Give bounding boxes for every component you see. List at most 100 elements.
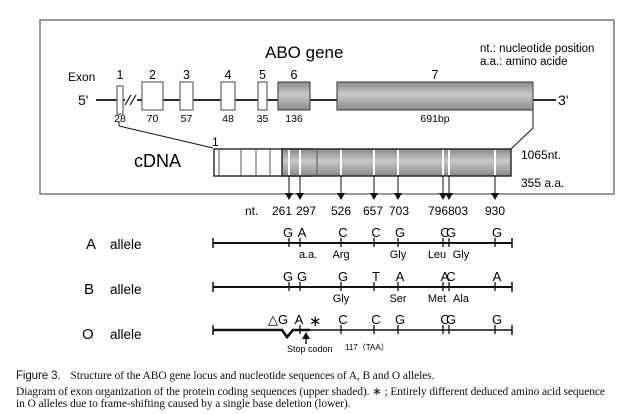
caption-line-3: in O alleles due to frame-shifting cause… (16, 398, 351, 410)
exon-3-length: 57 (181, 113, 193, 125)
nt-label-526: 526 (331, 204, 351, 218)
exon-2-number: 2 (149, 68, 156, 82)
exon-5-number: 5 (259, 68, 266, 82)
three-prime-label: 3' (558, 92, 568, 108)
allele-a-base: G (446, 225, 456, 240)
allele-o-frameshift-segment (213, 328, 310, 340)
arrow-head-803 (445, 193, 453, 200)
allele-b-base: A (396, 269, 405, 284)
allele-o-base: C (440, 312, 449, 327)
allele-b-base: T (372, 269, 380, 284)
allele-b-aa-803: Ala (453, 293, 470, 305)
nt-label-930: 930 (485, 204, 505, 218)
allele-a-aa-526: Arg (332, 249, 349, 261)
exon-2-box (141, 81, 164, 111)
exon-6-length: 136 (285, 113, 303, 125)
arrow-head-796 (439, 193, 447, 200)
allele-a-base: G (395, 225, 405, 240)
exon-1-length: 28 (114, 113, 126, 125)
allele-a-name: A (86, 236, 96, 253)
nt-prefix: nt. (245, 204, 258, 218)
connector-end (510, 127, 534, 150)
stop-codon-label: Stop codon (287, 344, 333, 354)
aa-prefix: a.a. (299, 249, 317, 261)
cdna-variant-marks (288, 150, 496, 175)
caption-line-2: Diagram of exon organization of the prot… (16, 386, 605, 398)
allele-a-aa-796: Leu (428, 249, 446, 261)
legend-nt: nt.: nucleotide position (480, 43, 594, 55)
allele-o-base: G (395, 312, 405, 327)
exon-4-number: 4 (225, 68, 232, 82)
exon-1-number: 1 (117, 68, 124, 82)
allele-b-base: G (338, 269, 348, 284)
position-arrows (285, 176, 499, 200)
cdna-shaded-region (281, 148, 512, 177)
allele-o-base: C (371, 312, 380, 327)
break-gap (125, 94, 137, 106)
arrow-head-930 (491, 193, 499, 200)
exon-7-box (336, 81, 534, 111)
nt-label-261: 261 (272, 204, 292, 218)
arrow-head-526 (337, 193, 345, 200)
allele-a-base: A (298, 225, 307, 240)
cdna-length-nt: 1065nt. (521, 148, 561, 162)
allele-a-base: G (492, 225, 502, 240)
stop-codon-note: 117（TAA） (345, 343, 389, 352)
exon-7-length: 691bp (420, 113, 449, 125)
arrow-head-261 (285, 193, 293, 200)
allele-b-base: G (283, 269, 293, 284)
cdna-start-label: 1 (212, 135, 219, 149)
frameshift-marker: ∗ (309, 313, 322, 330)
connector-start (118, 125, 214, 149)
exon-5-box (257, 81, 268, 111)
allele-b-label: allele (110, 282, 142, 297)
exon-4-box (220, 81, 236, 111)
allele-o-base: G (492, 312, 502, 327)
exon-3-box (179, 81, 194, 111)
break-mark-right (129, 94, 137, 106)
allele-b-aa-703: Ser (389, 293, 406, 305)
allele-o-base: C (338, 312, 347, 327)
gene-title: ABO gene (265, 43, 343, 62)
cdna-exon-dividers (218, 149, 318, 176)
exon-3-number: 3 (183, 68, 190, 82)
exon-group: 1 28 2 70 3 57 4 48 5 35 6 136 7 691bp (114, 68, 534, 125)
caption-title-line: Figure 3. Structure of the ABO gene locus… (16, 370, 434, 382)
allele-a-base: C (371, 225, 380, 240)
exon-4-length: 48 (222, 113, 234, 125)
arrow-head-657 (370, 193, 378, 200)
allele-b-base: C (446, 269, 455, 284)
nt-label-703: 703 (389, 204, 409, 218)
stop-codon-arrowhead (302, 332, 310, 339)
allele-a-aa-703: Gly (390, 249, 407, 261)
allele-a-base: C (440, 225, 449, 240)
exon-5-length: 35 (257, 113, 269, 125)
deletion-label: △G (268, 312, 288, 327)
caption-title: Structure of the ABO gene locus and nucl… (70, 370, 435, 382)
nt-label-803: 803 (448, 204, 468, 218)
allele-a-base: G (283, 225, 293, 240)
allele-b-base: A (441, 269, 450, 284)
break-mark-left (124, 94, 132, 106)
exon-6-number: 6 (291, 68, 298, 82)
nt-label-657: 657 (363, 204, 383, 218)
exon-7-number: 7 (432, 68, 439, 82)
allele-a-label: allele (110, 237, 142, 252)
allele-o-base: A (295, 312, 304, 327)
allele-o-name: O (82, 326, 94, 343)
allele-o-label: allele (110, 327, 142, 342)
allele-b-aa-796: Met (428, 293, 446, 305)
exon-6-box (277, 81, 311, 111)
figure-label: Figure 3. (16, 370, 61, 382)
allele-a-base: C (338, 225, 347, 240)
arrow-head-297 (296, 193, 304, 200)
allele-b-name: B (84, 281, 94, 298)
five-prime-label: 5' (78, 92, 88, 108)
exon-2-length: 70 (147, 113, 159, 125)
cdna-label: cDNA (134, 151, 181, 171)
